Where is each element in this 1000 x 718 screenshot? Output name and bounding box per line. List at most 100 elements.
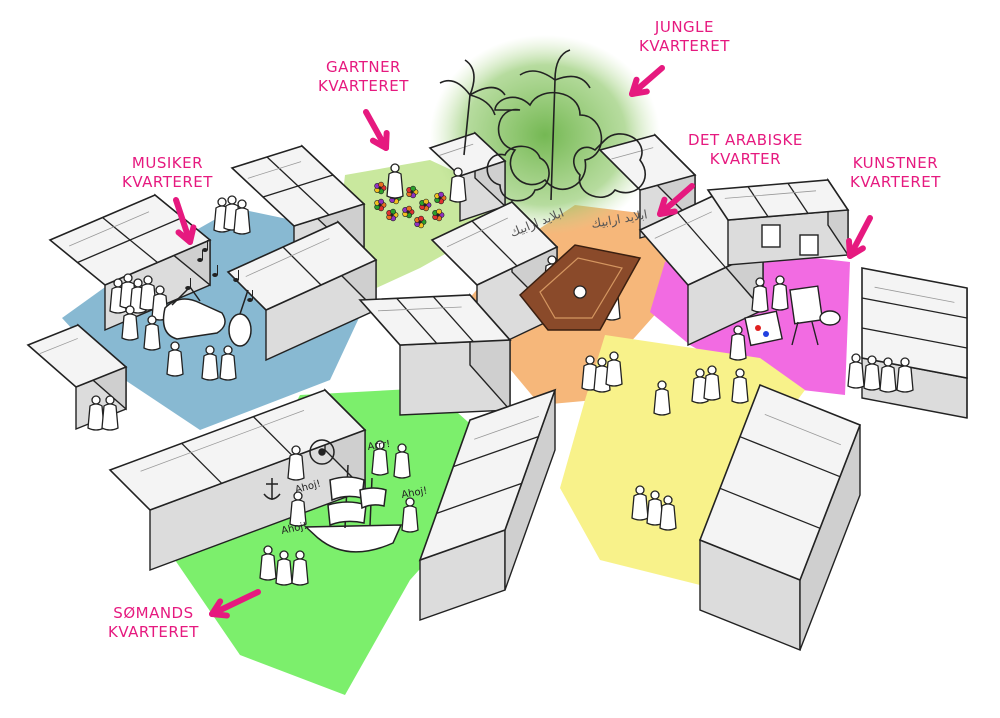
- speech-bubbles: Arrr! Ahoj! Ahoj! Ahoj!: [280, 439, 428, 537]
- piano-icon: [162, 298, 226, 340]
- palm-tree-icon: [519, 49, 591, 201]
- flower-petal: [378, 198, 384, 205]
- stall-divider: [861, 327, 968, 349]
- person-head: [227, 195, 237, 205]
- stall-inner-shade: [140, 410, 305, 472]
- stall-box-top: [428, 132, 507, 177]
- person-head: [105, 395, 115, 405]
- flower-icon: [374, 181, 387, 195]
- music-note-head: [185, 286, 191, 290]
- stall-inner-shade: [69, 211, 150, 247]
- stall-inner-shade: [245, 238, 330, 277]
- paint-dot: [755, 325, 761, 331]
- person-head: [390, 163, 400, 173]
- ship-sail: [329, 476, 365, 502]
- arrow-shaft: [173, 197, 193, 245]
- stall-inner-shade: [654, 211, 712, 239]
- label-gartner-line2: KVARTERET: [318, 77, 409, 95]
- arrow-icon: [657, 183, 695, 217]
- person-body: [703, 373, 721, 401]
- stall-divider: [262, 174, 334, 198]
- music-note-icon: [233, 270, 239, 282]
- flower-icon: [374, 198, 387, 212]
- label-gartner: GARTNER KVARTERET: [318, 58, 409, 96]
- garden-flowers: [374, 181, 447, 229]
- person-body: [219, 353, 237, 381]
- stall-divider: [719, 487, 821, 529]
- stall-box: [108, 388, 367, 572]
- stall-inner-shade: [247, 161, 302, 179]
- label-jungle: JUNGLE KVARTERET: [639, 18, 730, 56]
- easel-leg: [811, 321, 819, 346]
- stall-divider: [432, 296, 474, 343]
- flower-icon: [432, 208, 445, 222]
- person-head: [123, 273, 133, 283]
- person-head: [755, 277, 765, 287]
- person-body: [259, 553, 277, 581]
- stall-divider: [396, 297, 438, 344]
- stall-inner-shade: [446, 217, 508, 248]
- arrows: [173, 65, 873, 619]
- stall-inner-shade: [874, 286, 955, 303]
- person-body: [863, 363, 881, 391]
- speech-arr: Arrr!: [367, 439, 391, 453]
- person-head: [851, 353, 861, 363]
- arrow-icon: [846, 215, 873, 259]
- easel-icon: [789, 285, 824, 325]
- person-head: [635, 485, 645, 495]
- person-body: [371, 448, 389, 476]
- double-bass-icon: [228, 313, 252, 347]
- stall-divider: [181, 442, 223, 484]
- flower-icon: [402, 205, 415, 219]
- person-body: [289, 499, 307, 527]
- person-body: [233, 207, 251, 235]
- person-body: [731, 376, 749, 404]
- person-figure-icon: [449, 167, 467, 203]
- person-head: [91, 395, 101, 405]
- person-figure-icon: [401, 497, 419, 533]
- person-body: [166, 349, 184, 377]
- person-body: [771, 283, 789, 311]
- stall-inner-shade: [724, 190, 817, 199]
- person-figure-icon: [201, 345, 219, 381]
- artist-items: [744, 224, 841, 347]
- person-figure-icon: [847, 353, 865, 389]
- person-figure-icon: [659, 495, 677, 531]
- person-body: [393, 451, 411, 479]
- person-figure-icon: [291, 550, 309, 586]
- person-head: [775, 275, 785, 285]
- double-bass-neck: [239, 289, 249, 315]
- person-head: [143, 275, 153, 285]
- label-gartner-line1: GARTNER: [325, 58, 401, 76]
- tree-canopy: [494, 91, 603, 191]
- label-jungle-line2: KVARTERET: [639, 37, 730, 55]
- music-note-icon: [185, 278, 191, 290]
- flower-petal: [423, 198, 429, 205]
- person-head: [133, 278, 143, 288]
- label-arabiske: DET ARABISKE KVARTER: [688, 131, 803, 169]
- stall-divider: [471, 220, 518, 267]
- person-figure-icon: [653, 380, 671, 416]
- canvas: [744, 310, 783, 347]
- person-figure-icon: [691, 368, 709, 404]
- label-kunstner-line2: KVARTERET: [850, 173, 941, 191]
- person-head: [695, 368, 705, 378]
- person-head: [597, 357, 607, 367]
- stall-divider: [436, 482, 522, 514]
- stall-box-top: [861, 267, 968, 379]
- arrow-head: [629, 76, 650, 97]
- person-figure-icon: [233, 199, 251, 235]
- person-body: [143, 323, 161, 351]
- arrow-head: [175, 224, 197, 245]
- person-figure-icon: [371, 440, 389, 476]
- person-head: [291, 445, 301, 455]
- music-note-icon: [247, 290, 253, 302]
- flower-icon: [386, 208, 399, 222]
- arrow-icon: [363, 109, 390, 151]
- stall-inner-shade: [39, 338, 78, 355]
- person-body: [401, 505, 419, 533]
- person-figure-icon: [166, 341, 184, 377]
- person-figure-icon: [87, 395, 105, 431]
- arrow-head: [846, 238, 866, 259]
